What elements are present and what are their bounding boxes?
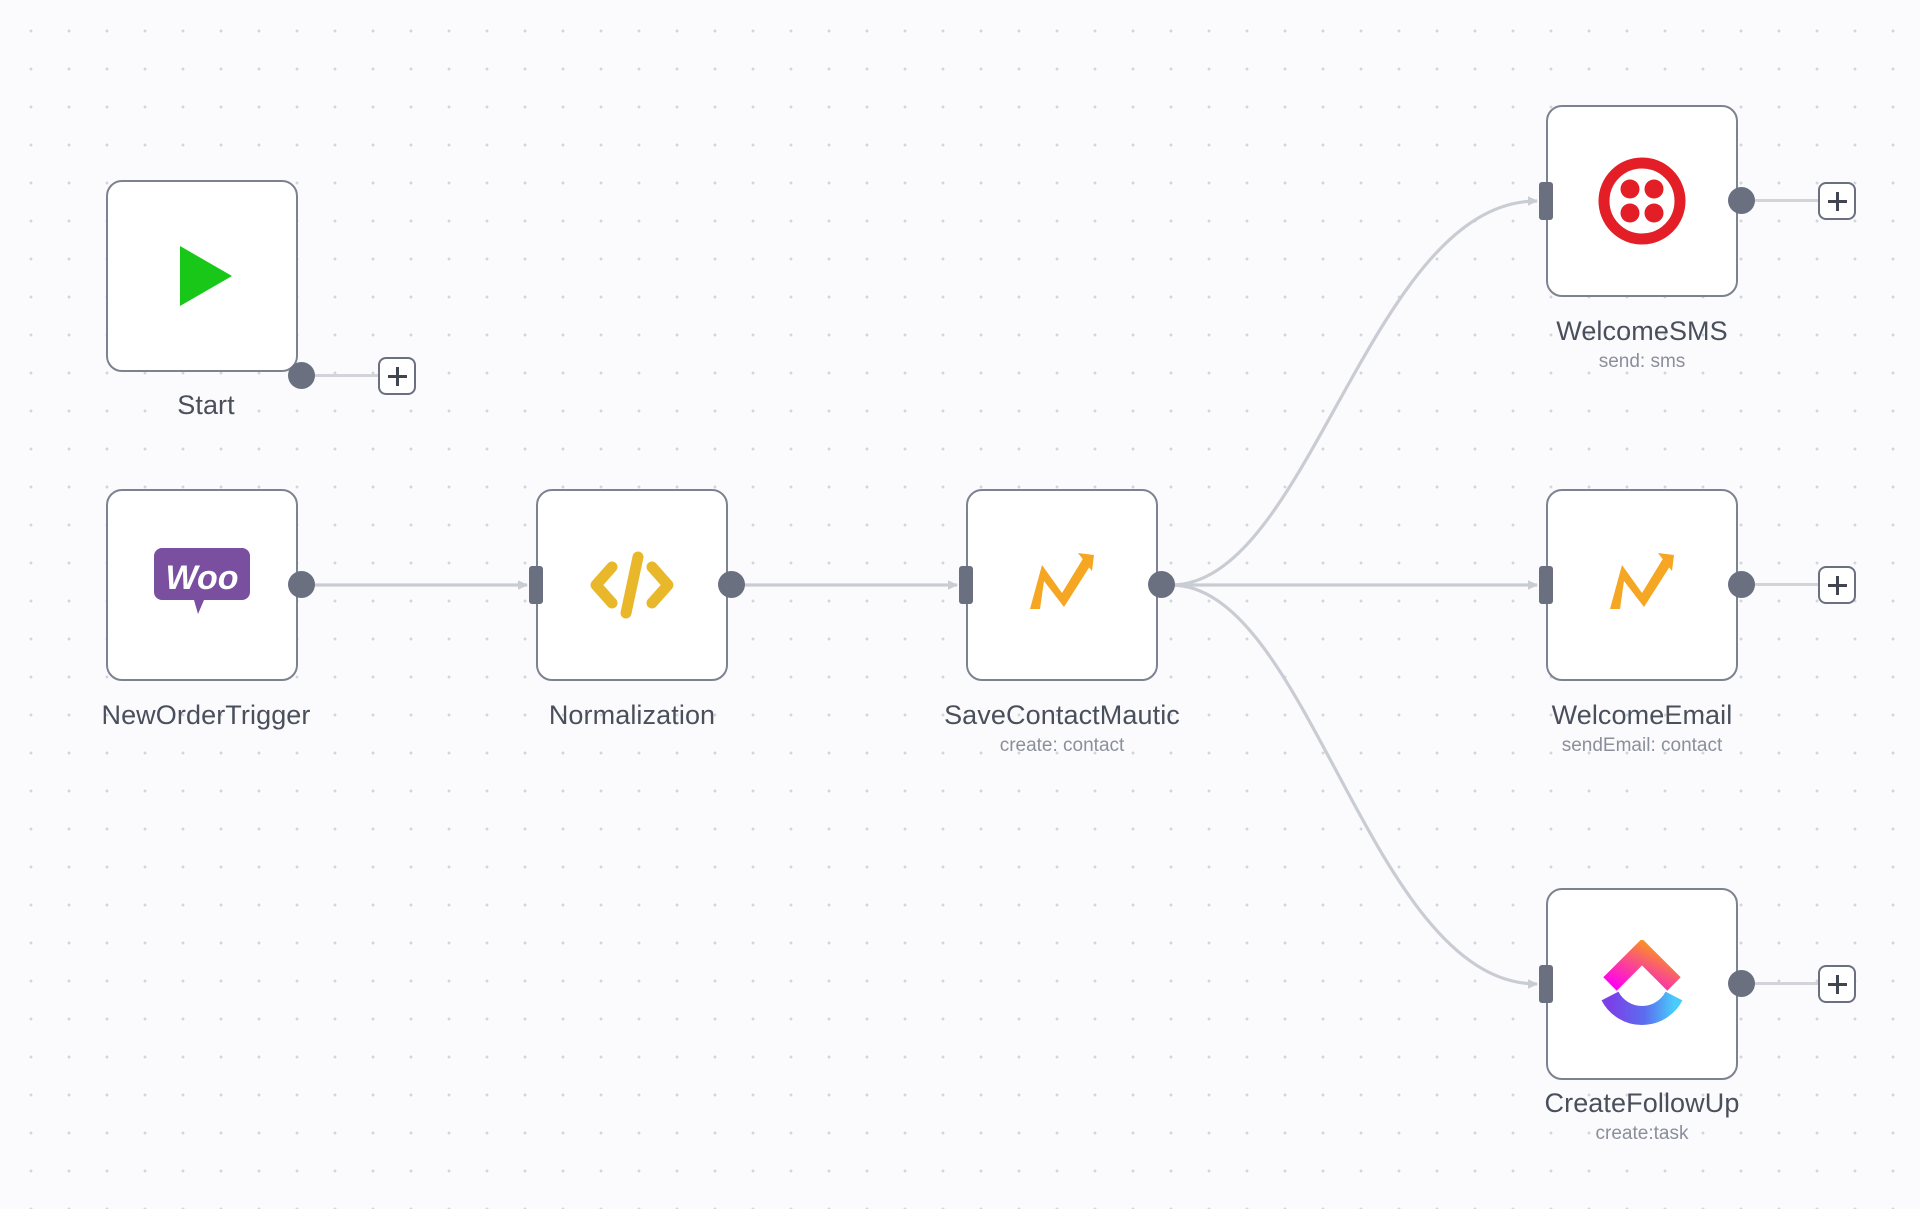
output-port-create-follow-up[interactable] bbox=[1728, 970, 1755, 997]
woocommerce-icon: Woo bbox=[154, 548, 250, 614]
svg-text:Woo: Woo bbox=[165, 559, 238, 597]
add-node-button-create-follow-up[interactable] bbox=[1818, 965, 1856, 1003]
connector-stub-welcome-sms bbox=[1752, 199, 1818, 202]
node-save-contact-mautic[interactable] bbox=[966, 489, 1158, 681]
node-create-follow-up[interactable] bbox=[1546, 888, 1738, 1080]
node-welcome-email[interactable] bbox=[1546, 489, 1738, 681]
node-title-new-order-trigger: NewOrderTrigger bbox=[101, 700, 311, 730]
add-node-button-welcome-email[interactable] bbox=[1818, 566, 1856, 604]
connector-stub-start bbox=[312, 374, 378, 377]
output-port-welcome-sms[interactable] bbox=[1728, 187, 1755, 214]
code-icon bbox=[590, 551, 674, 619]
connector-stub-welcome-email bbox=[1752, 583, 1818, 586]
play-icon bbox=[180, 246, 232, 306]
node-label-welcome-sms: WelcomeSMS send: sms bbox=[1432, 316, 1852, 373]
node-label-create-follow-up: CreateFollowUp create:task bbox=[1432, 1088, 1852, 1145]
input-port-welcome-email[interactable] bbox=[1539, 566, 1553, 604]
mautic-icon bbox=[1610, 553, 1674, 609]
node-subtitle-create-follow-up: create:task bbox=[1595, 1123, 1689, 1144]
twilio-icon bbox=[1598, 157, 1686, 245]
edge-mautic-to-followup bbox=[1170, 583, 1538, 989]
add-node-button-start[interactable] bbox=[378, 357, 416, 395]
node-title-save-contact-mautic: SaveContactMautic bbox=[944, 700, 1180, 730]
node-subtitle-welcome-sms: send: sms bbox=[1598, 351, 1686, 372]
node-title-start: Start bbox=[177, 390, 235, 420]
clickup-icon bbox=[1601, 940, 1683, 1025]
node-label-welcome-email: WelcomeEmail sendEmail: contact bbox=[1432, 700, 1852, 757]
node-subtitle-save-contact-mautic: create: contact bbox=[999, 735, 1125, 756]
output-port-welcome-email[interactable] bbox=[1728, 571, 1755, 598]
input-port-normalization[interactable] bbox=[529, 566, 543, 604]
output-port-normalization[interactable] bbox=[718, 571, 745, 598]
mautic-icon bbox=[1030, 553, 1094, 609]
node-label-start: Start bbox=[0, 390, 416, 421]
output-port-save-contact-mautic[interactable] bbox=[1148, 571, 1175, 598]
node-title-create-follow-up: CreateFollowUp bbox=[1544, 1088, 1740, 1118]
node-start[interactable] bbox=[106, 180, 298, 372]
node-title-normalization: Normalization bbox=[548, 700, 716, 730]
node-normalization[interactable] bbox=[536, 489, 728, 681]
connector-stub-create-follow-up bbox=[1752, 982, 1818, 985]
node-new-order-trigger[interactable]: Woo bbox=[106, 489, 298, 681]
node-title-welcome-email: WelcomeEmail bbox=[1551, 700, 1733, 730]
edge-mautic-to-sms bbox=[1170, 196, 1538, 587]
input-port-create-follow-up[interactable] bbox=[1539, 965, 1553, 1003]
output-port-start[interactable] bbox=[288, 362, 315, 389]
node-label-save-contact-mautic: SaveContactMautic create: contact bbox=[852, 700, 1272, 757]
output-port-new-order-trigger[interactable] bbox=[288, 571, 315, 598]
add-node-button-welcome-sms[interactable] bbox=[1818, 182, 1856, 220]
input-port-save-contact-mautic[interactable] bbox=[959, 566, 973, 604]
input-port-welcome-sms[interactable] bbox=[1539, 182, 1553, 220]
node-title-welcome-sms: WelcomeSMS bbox=[1556, 316, 1728, 346]
node-subtitle-welcome-email: sendEmail: contact bbox=[1561, 735, 1723, 756]
node-label-new-order-trigger: NewOrderTrigger bbox=[0, 700, 416, 731]
node-welcome-sms[interactable] bbox=[1546, 105, 1738, 297]
node-label-normalization: Normalization bbox=[422, 700, 842, 731]
